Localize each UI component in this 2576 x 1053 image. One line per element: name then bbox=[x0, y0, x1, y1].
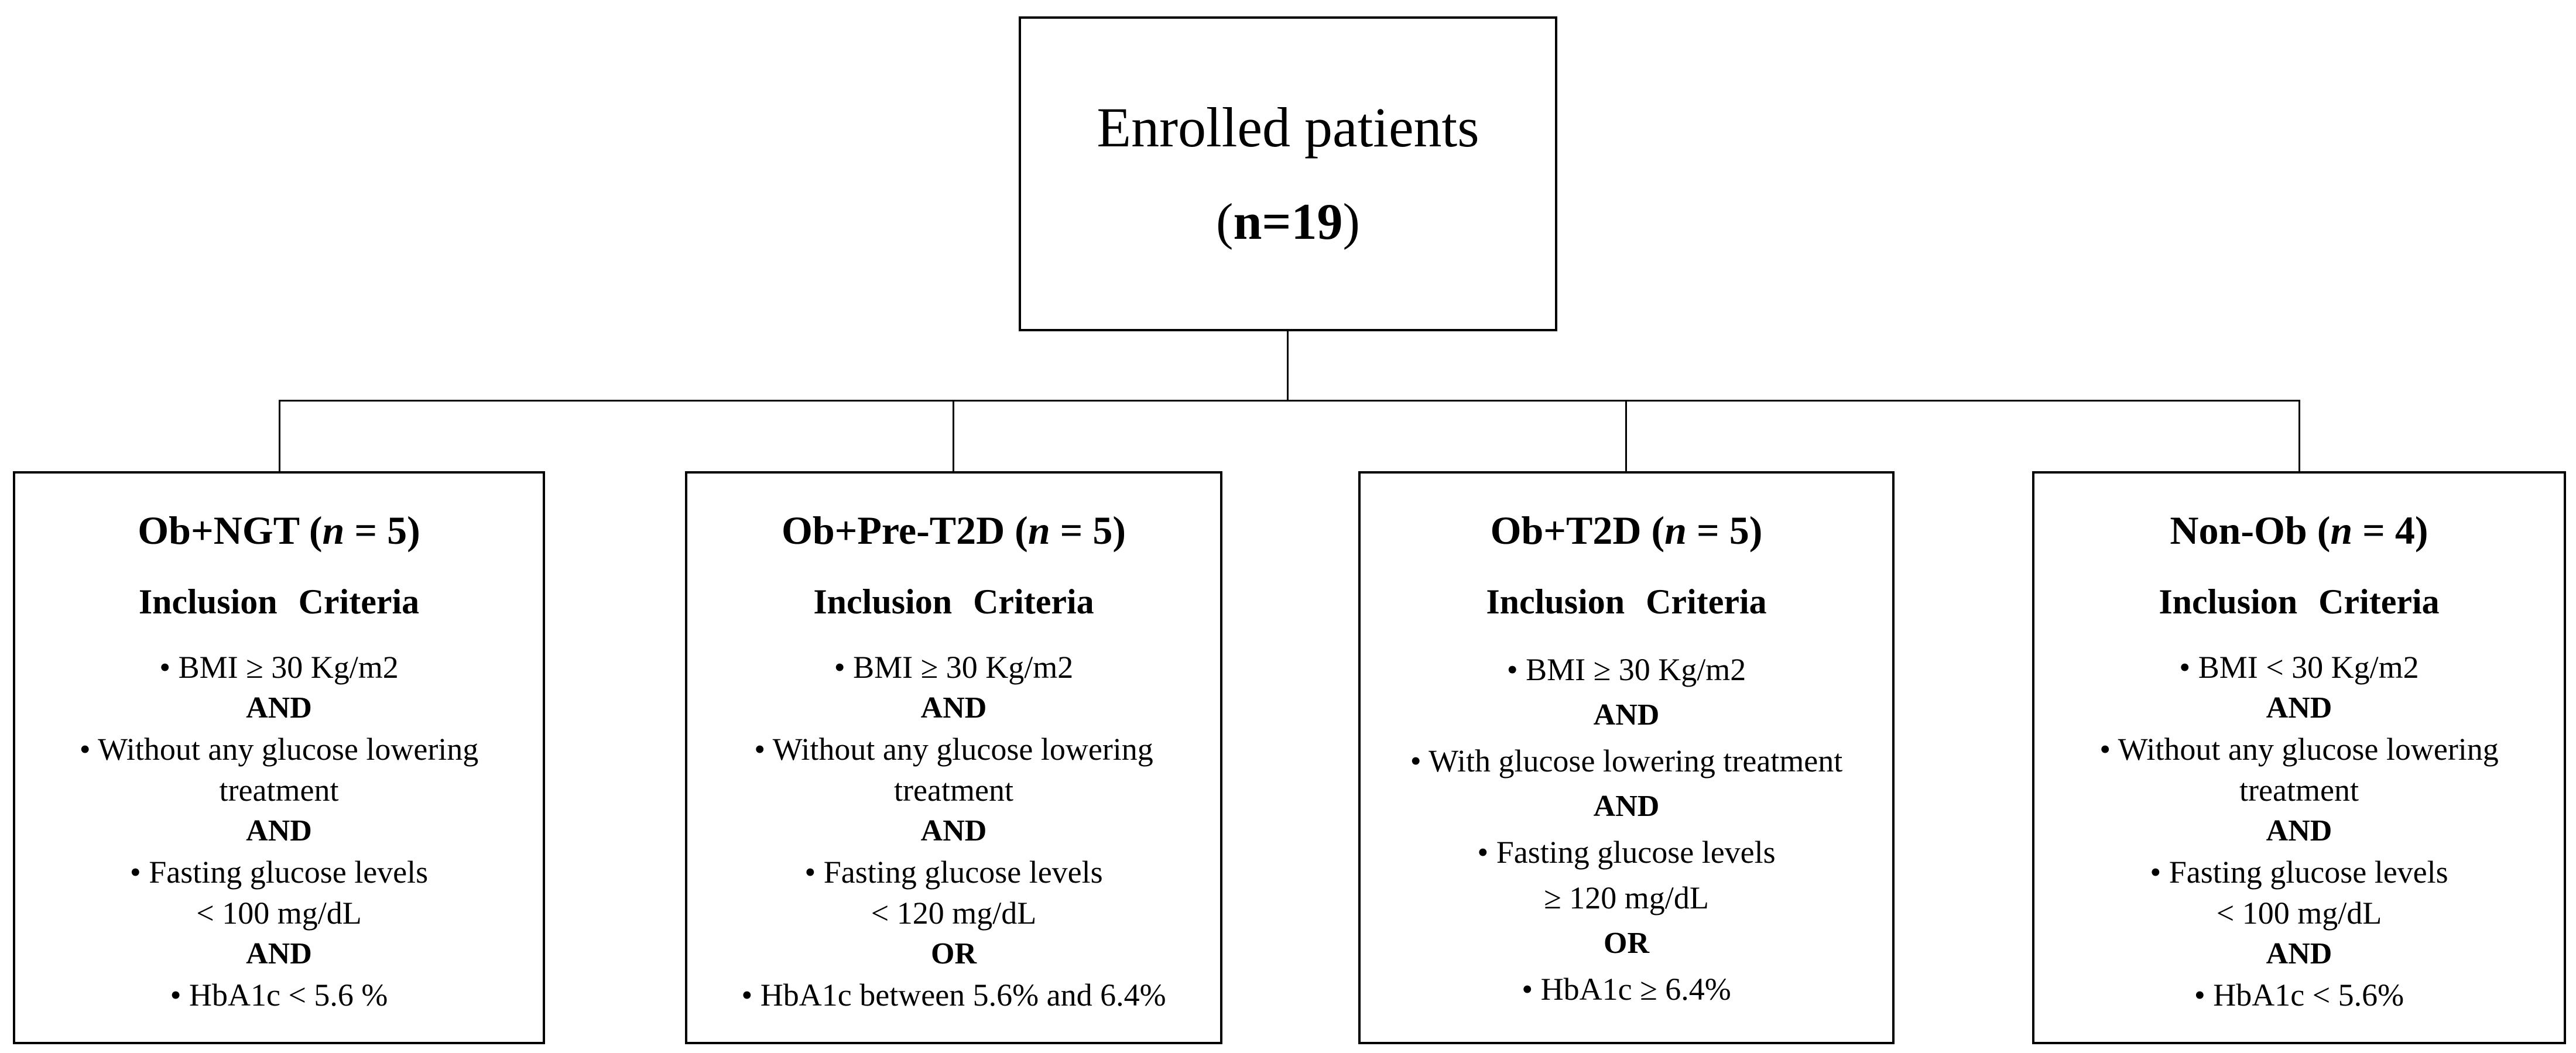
criterion-continuation: treatment bbox=[894, 773, 1013, 808]
connector-top-vertical bbox=[1287, 331, 1289, 401]
conjunction: AND bbox=[1593, 698, 1660, 732]
criterion-line: • Without any glucose lowering bbox=[79, 732, 479, 767]
conjunction: AND bbox=[1593, 790, 1660, 824]
group-title-n: n bbox=[1664, 508, 1687, 553]
criterion-continuation: < 100 mg/dL bbox=[196, 896, 362, 931]
group-title-text: Ob+NGT ( bbox=[138, 508, 323, 553]
conjunction: OR bbox=[931, 937, 977, 971]
criterion-line: • Without any glucose lowering bbox=[2099, 732, 2499, 767]
criterion-line: • With glucose lowering treatment bbox=[1410, 743, 1843, 779]
criterion-line: • HbA1c between 5.6% and 6.4% bbox=[741, 977, 1166, 1013]
conjunction: AND bbox=[2266, 814, 2332, 848]
group-box-ob-pre-t2d: Ob+Pre-T2D (n = 5) Inclusion Criteria • … bbox=[685, 471, 1222, 1044]
group-title-n: n bbox=[2330, 508, 2353, 553]
criterion-continuation: treatment bbox=[219, 773, 339, 808]
criterion-line: • HbA1c < 5.6 % bbox=[170, 977, 388, 1013]
group-title-count: = 5) bbox=[1050, 508, 1126, 553]
enrolled-patients-count: (n=19) bbox=[1216, 194, 1360, 251]
conjunction: AND bbox=[920, 814, 987, 848]
criterion-line: • BMI ≥ 30 Kg/m2 bbox=[834, 650, 1074, 685]
enrolled-patients-title: Enrolled patients bbox=[1097, 95, 1479, 159]
criterion-line: • HbA1c ≥ 6.4% bbox=[1522, 972, 1731, 1007]
group-box-ob-t2d: Ob+T2D (n = 5) Inclusion Criteria • BMI … bbox=[1358, 471, 1895, 1044]
conjunction: AND bbox=[246, 937, 312, 971]
connector-drop-non-ob bbox=[2298, 400, 2300, 472]
conjunction: OR bbox=[1604, 927, 1649, 961]
conjunction: AND bbox=[920, 691, 987, 725]
conjunction: AND bbox=[246, 691, 312, 725]
n-value: n=19 bbox=[1233, 194, 1343, 251]
criterion-line: • Fasting glucose levels bbox=[1477, 835, 1776, 870]
criteria-list: • BMI ≥ 30 Kg/m2 AND • Without any gluco… bbox=[687, 647, 1220, 1016]
group-box-ob-ngt: Ob+NGT (n = 5) Inclusion Criteria • BMI … bbox=[13, 471, 545, 1044]
group-title-n: n bbox=[1027, 508, 1050, 553]
group-title-count: = 5) bbox=[344, 508, 420, 553]
criterion-line: • HbA1c < 5.6% bbox=[2194, 977, 2404, 1013]
group-title: Ob+Pre-T2D (n = 5) bbox=[687, 507, 1220, 553]
criterion-line: • BMI ≥ 30 Kg/m2 bbox=[1506, 652, 1746, 688]
inclusion-criteria-heading: Inclusion Criteria bbox=[813, 582, 1094, 622]
conjunction: AND bbox=[246, 814, 312, 848]
connector-drop-ob-ngt bbox=[279, 400, 280, 472]
group-box-non-ob: Non-Ob (n = 4) Inclusion Criteria • BMI … bbox=[2032, 471, 2566, 1044]
criterion-continuation: ≥ 120 mg/dL bbox=[1544, 880, 1709, 916]
inclusion-criteria-heading: Inclusion Criteria bbox=[1486, 582, 1767, 622]
paren-open: ( bbox=[1216, 194, 1234, 251]
group-title-count: = 5) bbox=[1687, 508, 1763, 553]
group-title: Ob+NGT (n = 5) bbox=[15, 507, 543, 553]
group-title: Ob+T2D (n = 5) bbox=[1361, 507, 1892, 553]
group-title-text: Ob+T2D ( bbox=[1490, 508, 1665, 553]
enrolled-patients-box: Enrolled patients (n=19) bbox=[1019, 16, 1557, 331]
paren-close: ) bbox=[1342, 194, 1360, 251]
inclusion-criteria-heading: Inclusion Criteria bbox=[2159, 582, 2440, 622]
connector-drop-ob-t2d bbox=[1625, 400, 1627, 472]
conjunction: AND bbox=[2266, 937, 2332, 971]
connector-drop-ob-pre-t2d bbox=[953, 400, 954, 472]
criterion-line: • BMI ≥ 30 Kg/m2 bbox=[159, 650, 399, 685]
criteria-list: • BMI ≥ 30 Kg/m2 AND • Without any gluco… bbox=[15, 647, 543, 1016]
group-title-n: n bbox=[322, 508, 345, 553]
group-title-text: Ob+Pre-T2D ( bbox=[781, 508, 1028, 553]
criteria-list: • BMI < 30 Kg/m2 AND • Without any gluco… bbox=[2034, 647, 2564, 1016]
criterion-continuation: treatment bbox=[2239, 773, 2359, 808]
inclusion-criteria-heading: Inclusion Criteria bbox=[138, 582, 420, 622]
group-title: Non-Ob (n = 4) bbox=[2034, 507, 2564, 553]
criterion-line: • Fasting glucose levels bbox=[129, 855, 429, 890]
criterion-line: • BMI < 30 Kg/m2 bbox=[2179, 650, 2419, 685]
criterion-continuation: < 120 mg/dL bbox=[871, 896, 1037, 931]
criterion-line: • Without any glucose lowering bbox=[754, 732, 1153, 767]
criterion-line: • Fasting glucose levels bbox=[2150, 855, 2448, 890]
conjunction: AND bbox=[2266, 691, 2332, 725]
criterion-line: • Fasting glucose levels bbox=[804, 855, 1103, 890]
group-title-count: = 4) bbox=[2352, 508, 2428, 553]
group-title-text: Non-Ob ( bbox=[2170, 508, 2331, 553]
connector-horizontal bbox=[279, 400, 2300, 402]
criterion-continuation: < 100 mg/dL bbox=[2216, 896, 2382, 931]
criteria-list: • BMI ≥ 30 Kg/m2 AND • With glucose lowe… bbox=[1361, 647, 1892, 1012]
